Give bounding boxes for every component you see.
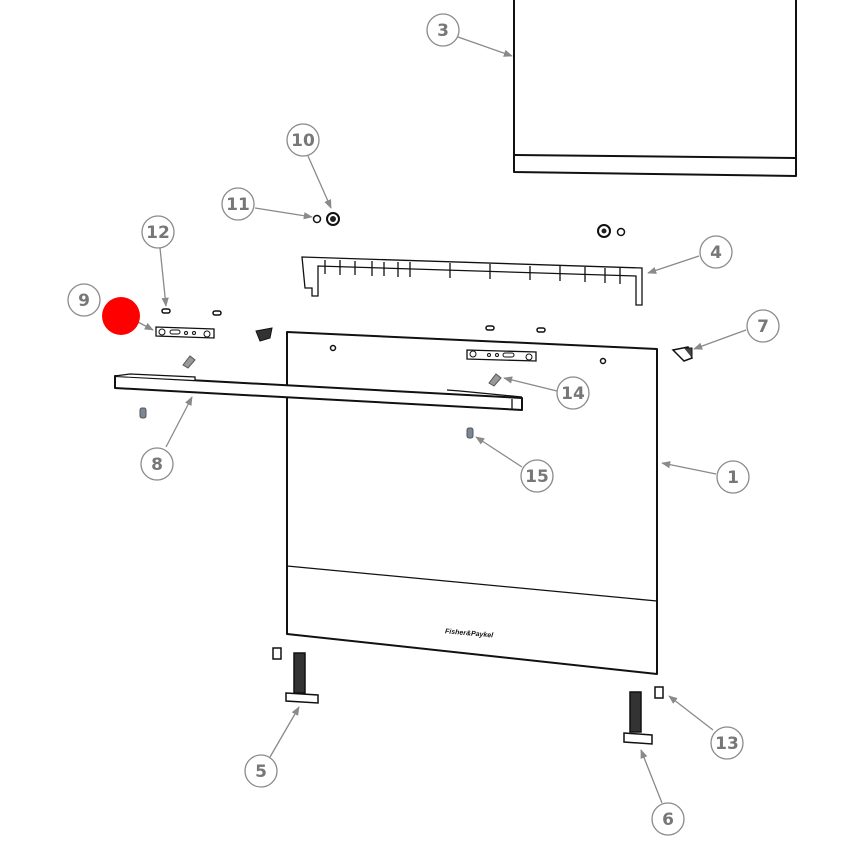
- part-hinge-left: [272, 647, 319, 704]
- callout-11[interactable]: 11: [221, 187, 255, 221]
- callout-13[interactable]: 13: [710, 726, 744, 760]
- svg-text:4: 4: [710, 243, 722, 263]
- part-door-outer-panel: Fisher&Paykel: [286, 331, 658, 675]
- svg-text:7: 7: [757, 317, 769, 337]
- callout-8[interactable]: 8: [140, 447, 174, 481]
- svg-text:1: 1: [727, 468, 739, 488]
- callout-1[interactable]: 1: [716, 460, 750, 494]
- leader-lines: [137, 36, 747, 804]
- svg-text:3: 3: [437, 21, 449, 41]
- svg-text:12: 12: [146, 223, 170, 243]
- callout-6[interactable]: 6: [651, 802, 685, 836]
- part-grommets: [312, 212, 626, 238]
- callout-7[interactable]: 7: [746, 309, 780, 343]
- svg-text:15: 15: [525, 467, 549, 487]
- svg-text:10: 10: [291, 131, 315, 151]
- part-wedge: [255, 327, 273, 342]
- svg-text:5: 5: [255, 762, 267, 782]
- callout-15[interactable]: 15: [520, 459, 554, 493]
- callout-10[interactable]: 10: [286, 123, 320, 157]
- highlight-marker[interactable]: [102, 297, 140, 335]
- part-screws-small: [161, 308, 546, 333]
- callout-4[interactable]: 4: [699, 235, 733, 269]
- callout-5[interactable]: 5: [244, 754, 278, 788]
- svg-text:8: 8: [151, 455, 163, 475]
- part-handle-bracket-plate: [155, 326, 215, 339]
- svg-text:9: 9: [78, 291, 90, 311]
- part-corner-cap: [671, 346, 693, 362]
- svg-text:14: 14: [561, 384, 585, 404]
- callout-9[interactable]: 9: [67, 283, 101, 317]
- part-spacers: [139, 407, 474, 439]
- brand-label: Fisher&Paykel: [445, 628, 495, 639]
- callout-3[interactable]: 3: [426, 13, 460, 47]
- part-handle-screws: [182, 355, 502, 387]
- callout-12[interactable]: 12: [141, 215, 175, 249]
- part-hinge-right: [623, 686, 664, 745]
- part-top-trim-bracket: [301, 256, 643, 306]
- callout-14[interactable]: 14: [556, 376, 590, 410]
- svg-text:13: 13: [715, 734, 739, 754]
- part-door-inner-panel: [513, 0, 797, 177]
- svg-text:6: 6: [662, 810, 674, 830]
- part-handle: [114, 373, 523, 411]
- svg-text:11: 11: [226, 195, 250, 215]
